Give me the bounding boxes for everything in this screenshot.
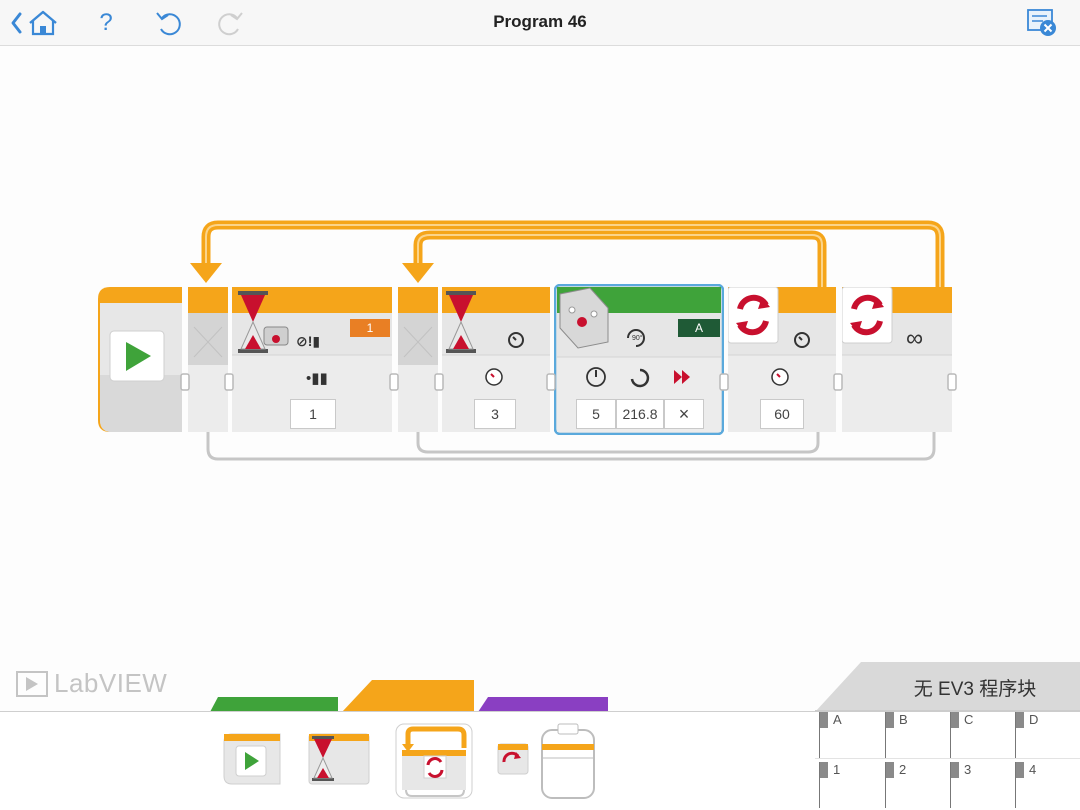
port-letter: A	[694, 321, 703, 335]
wait-time-block[interactable]: 3	[442, 287, 550, 432]
port-label: 3	[964, 762, 972, 777]
inner-loop-start[interactable]	[398, 287, 438, 432]
block-palette	[0, 711, 820, 810]
port-label: B	[899, 712, 908, 727]
sensor-value-field[interactable]: 1	[290, 399, 336, 429]
help-button[interactable]: ?	[88, 6, 124, 40]
port-marker	[951, 762, 959, 778]
home-icon	[11, 10, 57, 36]
threshold-icon: •▮▮	[306, 370, 328, 387]
sensor-port-3[interactable]: 3	[950, 762, 1014, 808]
wait-seconds-value: 3	[491, 406, 499, 422]
top-toolbar: ? Program 46	[0, 0, 1080, 46]
start-palette-icon	[223, 733, 281, 785]
sensor-value: 1	[309, 406, 317, 422]
port-label: C	[964, 712, 974, 727]
wait-palette-item[interactable]	[308, 732, 370, 786]
loop-seconds-field[interactable]: 60	[760, 399, 804, 429]
motor-power-field[interactable]: 5	[576, 399, 616, 429]
close-program-icon	[1027, 9, 1056, 36]
motor-port-c[interactable]: C	[950, 712, 1014, 758]
action-tab[interactable]	[210, 697, 338, 712]
inner-loop-end[interactable]: 60	[727, 286, 836, 432]
port-tag[interactable]: 1	[350, 319, 390, 337]
motor-port-a[interactable]: A	[819, 712, 883, 758]
switch-palette-icon	[497, 723, 595, 799]
motor-degrees-value: 216.8	[622, 406, 658, 422]
sensor-compare-icon: ⊘!▮	[296, 333, 321, 349]
motor-degrees-field[interactable]: 216.8	[616, 399, 664, 429]
start-block-shape	[98, 287, 182, 432]
port-label: 1	[833, 762, 841, 777]
port-marker	[886, 712, 894, 728]
labview-logo-icon	[16, 670, 48, 697]
undo-button[interactable]	[151, 6, 187, 40]
switch-palette-item[interactable]	[496, 722, 598, 800]
sensor-tab[interactable]	[478, 697, 608, 712]
loop-seconds-value: 60	[774, 406, 790, 422]
motor-brake-field[interactable]: ×	[664, 399, 704, 429]
outer-loop-end[interactable]: ∞	[841, 286, 952, 432]
back-home-button[interactable]	[6, 6, 64, 40]
program-canvas[interactable]: 1 ⊘!▮ •▮▮ 1	[0, 47, 1080, 647]
svg-text:90°: 90°	[632, 334, 643, 342]
port-number: 1	[366, 321, 374, 335]
no-brick-label: 无 EV3 程序块	[913, 679, 1037, 700]
port-tag[interactable]: A	[678, 319, 720, 337]
loop-start-shape	[188, 287, 228, 432]
loop-palette-icon	[395, 723, 473, 799]
wait-seconds-field[interactable]: 3	[474, 399, 516, 429]
labview-logo: LabVIEW	[16, 668, 167, 699]
motor-port-b[interactable]: B	[885, 712, 949, 758]
start-block[interactable]	[96, 287, 184, 432]
port-view-panel: 无 EV3 程序块 A B C D 1 2 3	[815, 660, 1080, 810]
port-divider	[815, 758, 1080, 759]
port-marker	[820, 712, 828, 728]
redo-button[interactable]	[212, 6, 248, 40]
labview-logo-text: LabVIEW	[54, 668, 168, 698]
port-label: A	[833, 712, 842, 727]
outer-loop-start[interactable]	[188, 287, 228, 432]
sensor-port-1[interactable]: 1	[819, 762, 883, 808]
sensor-port-4[interactable]: 4	[1015, 762, 1079, 808]
flow-control-tab[interactable]	[342, 680, 474, 712]
sensor-port-2[interactable]: 2	[885, 762, 949, 808]
large-motor-block[interactable]: 90° A 5 216.8 ×	[553, 283, 725, 436]
start-palette-item[interactable]	[222, 732, 282, 786]
help-icon: ?	[99, 9, 113, 36]
loop-start-shape	[398, 287, 438, 432]
loop-end-shape	[727, 286, 836, 432]
wait-block-shape	[442, 287, 550, 432]
wait-palette-icon	[308, 733, 370, 785]
wait-sensor-block[interactable]: 1 ⊘!▮ •▮▮ 1	[232, 287, 392, 432]
port-marker	[1016, 712, 1024, 728]
undo-icon	[156, 12, 181, 36]
port-marker	[886, 762, 894, 778]
port-marker	[820, 762, 828, 778]
port-label: 2	[899, 762, 907, 777]
infinity-icon: ∞	[906, 325, 924, 352]
motor-port-d[interactable]: D	[1015, 712, 1079, 758]
loop-wires	[190, 220, 945, 461]
motor-power-value: 5	[592, 406, 600, 422]
palette-tabs	[210, 680, 608, 712]
brake-icon: ×	[678, 403, 690, 424]
port-label: D	[1029, 712, 1039, 727]
port-marker	[1016, 762, 1024, 778]
close-program-button[interactable]	[1024, 6, 1060, 40]
loop-palette-item[interactable]	[394, 722, 474, 800]
redo-icon	[218, 12, 243, 36]
loop-end-shape	[841, 286, 952, 432]
port-marker	[951, 712, 959, 728]
port-label: 4	[1029, 762, 1037, 777]
port-panel-shape	[815, 662, 1080, 810]
